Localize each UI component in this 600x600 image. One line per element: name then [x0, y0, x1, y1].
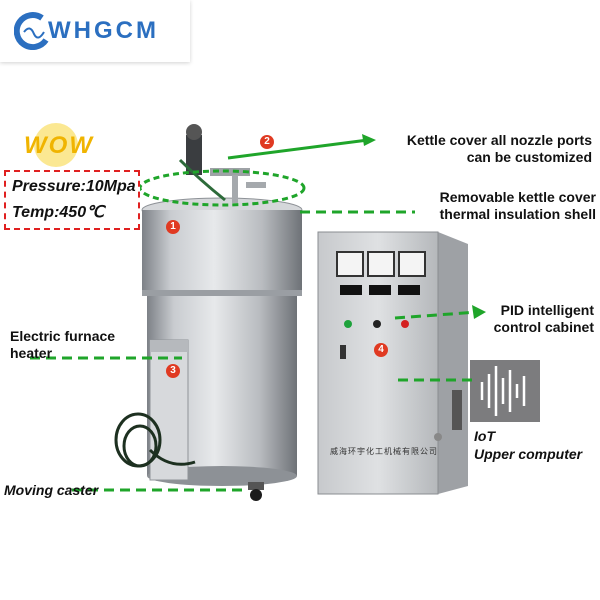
callout-line-cabinet	[394, 310, 479, 320]
temperature-spec: Temp:450℃	[12, 204, 105, 221]
heater-cables	[114, 412, 196, 468]
callout-nozzle: Kettle cover all nozzle ports can be cus…	[360, 132, 592, 166]
caster-wheel	[248, 482, 264, 501]
callout-line-nozzle	[227, 138, 369, 160]
callout-heater: Electric furnace heater	[10, 328, 150, 362]
brand-name: WHGCM	[48, 17, 159, 44]
spec-box: Pressure:10Mpa Temp:450℃	[4, 170, 140, 230]
callout-heater-line2: heater	[10, 345, 53, 361]
callout-iot-line1: IoT	[474, 428, 495, 444]
callout-cover: Removable kettle cover thermal insulatio…	[400, 189, 596, 223]
callout-caster: Moving caster	[4, 482, 99, 498]
marker-1: 1	[166, 220, 180, 234]
marker-4: 4	[374, 343, 388, 357]
wow-badge	[34, 123, 78, 167]
marker-3: 3	[166, 364, 180, 378]
cabinet-nameplate: 威海环宇化工机械有限公司	[330, 447, 438, 456]
callout-nozzle-line1: Kettle cover all nozzle ports	[406, 132, 592, 148]
iot-waveform-icon	[470, 360, 540, 422]
callout-cabinet-line2: control cabinet	[493, 319, 594, 335]
callout-cabinet-line1: PID intelligent	[500, 302, 594, 318]
nozzle-highlight-ring	[138, 169, 306, 207]
logo-mark-icon	[14, 12, 49, 50]
callout-cover-line1: Removable kettle cover	[439, 189, 596, 205]
control-cabinet	[317, 231, 468, 495]
callout-cover-line2: thermal insulation shell	[439, 206, 596, 222]
callout-iot: IoT Upper computer	[474, 427, 598, 463]
pressure-spec: Pressure:10Mpa	[12, 178, 136, 195]
wow-label: WOW	[24, 132, 94, 159]
logo-banner: WHGCM	[0, 0, 190, 62]
callout-lines	[30, 134, 486, 492]
electric-heater-box	[149, 339, 189, 481]
callout-heater-line1: Electric furnace	[10, 328, 116, 344]
marker-2: 2	[260, 135, 274, 149]
kettle-cover-fittings	[178, 124, 266, 203]
callout-nozzle-line2: can be customized	[466, 149, 592, 165]
callout-cabinet: PID intelligent control cabinet	[470, 302, 594, 336]
callout-iot-line2: Upper computer	[474, 446, 583, 462]
